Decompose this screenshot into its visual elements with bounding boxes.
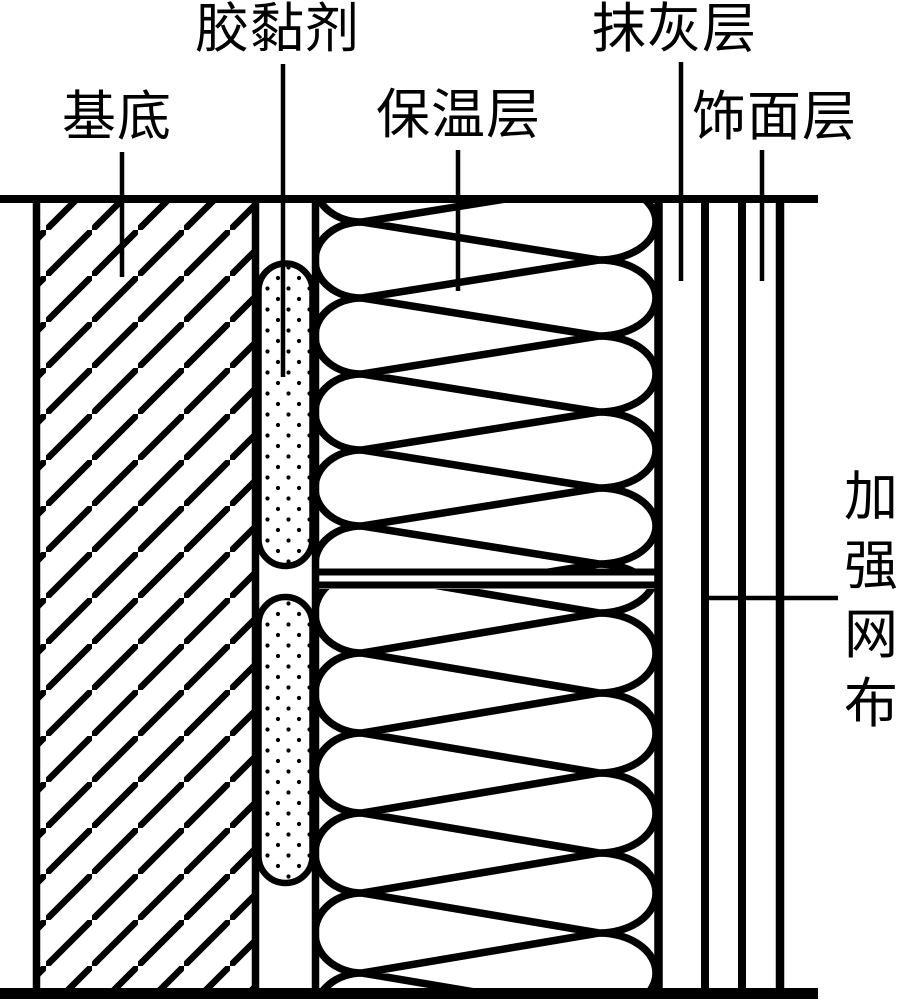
substrate-hatch-region [40, 202, 252, 989]
label-finish: 饰面层 [692, 85, 857, 148]
insulation-batting-lower [315, 589, 659, 990]
label-adhesive: 胶黏剂 [195, 0, 360, 60]
adhesive-capsule-top [255, 260, 316, 570]
label-substrate: 基底 [62, 85, 172, 148]
label-insulation: 保温层 [376, 83, 541, 146]
label-mesh: 加强网布 [844, 465, 898, 735]
insulation-board-joint [315, 568, 659, 589]
label-plaster: 抹灰层 [592, 0, 757, 60]
adhesive-capsules [255, 260, 316, 887]
adhesive-capsule-bottom [255, 593, 316, 887]
